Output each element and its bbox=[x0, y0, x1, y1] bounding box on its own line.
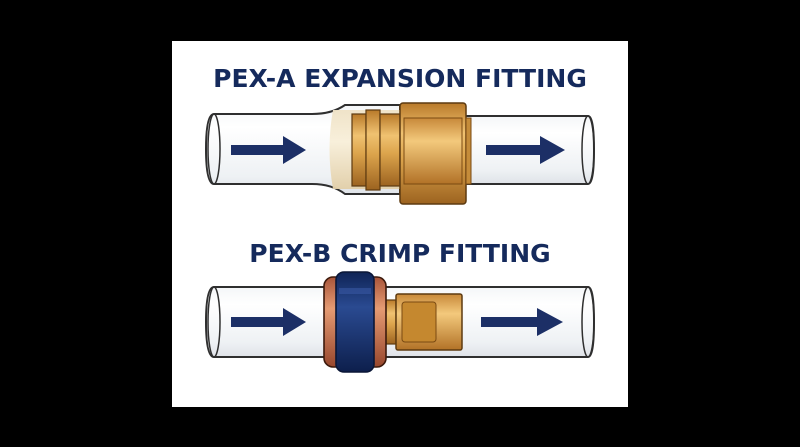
pex-b-crimp-ring bbox=[323, 271, 387, 373]
pex-a-right-pipe-end bbox=[581, 115, 595, 185]
pex-a-left-pipe-end bbox=[207, 113, 221, 185]
pex-a-title: PEX-A EXPANSION FITTING bbox=[213, 64, 587, 93]
pex-b-assembly bbox=[204, 271, 596, 373]
flow-arrow-icon bbox=[486, 136, 565, 164]
pex-b-left-pipe-end bbox=[207, 286, 221, 358]
flow-arrow-icon bbox=[231, 308, 306, 336]
flow-arrow-icon bbox=[231, 136, 306, 164]
pex-b-brass-insert bbox=[379, 293, 463, 351]
pex-a-brass-fitting bbox=[351, 102, 472, 205]
pex-b-right-pipe-end bbox=[581, 286, 595, 358]
pex-a-assembly bbox=[204, 102, 596, 205]
pex-b-title: PEX-B CRIMP FITTING bbox=[249, 239, 551, 268]
flow-arrow-icon bbox=[481, 308, 563, 336]
